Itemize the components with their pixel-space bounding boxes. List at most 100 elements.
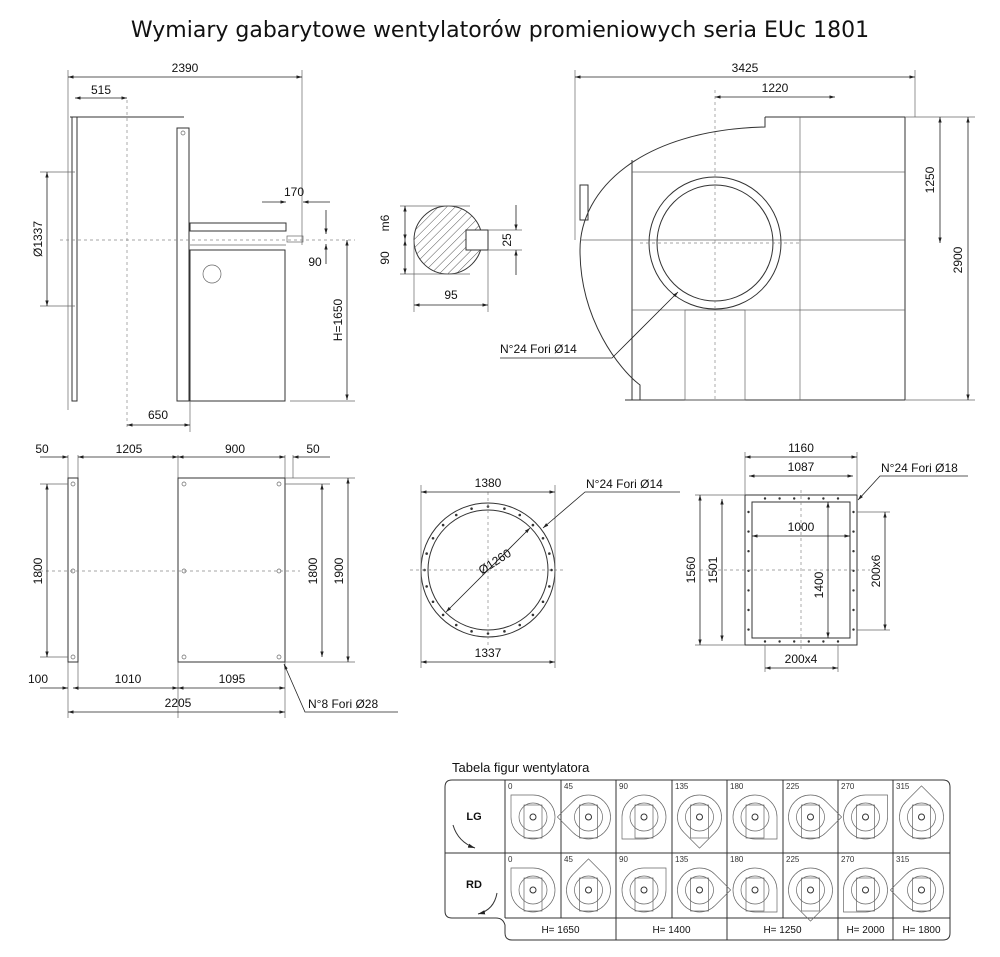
bolt-hole [822, 640, 825, 643]
height-label: H= 1650 [541, 925, 580, 936]
bolt-hole [541, 536, 545, 540]
angle-label: 135 [675, 782, 689, 791]
bolt-hole [425, 585, 428, 588]
bolt-hole [548, 585, 551, 588]
fan-figure-icon [621, 794, 667, 840]
bolt-hole [778, 640, 781, 643]
angle-label: 225 [786, 855, 800, 864]
fan-figure-icon [788, 867, 833, 922]
bolt-hole [793, 497, 796, 500]
bolt-hole [503, 507, 506, 510]
bolt-hole [852, 589, 855, 592]
fan-figure-icon [677, 867, 732, 913]
fan-figure-icon [566, 858, 611, 913]
dim-1380: 1380 [475, 476, 502, 490]
angle-label: 270 [841, 782, 855, 791]
bolt-hole [747, 608, 750, 612]
bolt-hole [425, 552, 428, 555]
base-view: 50 1205 900 50 1800 1800 1900 100 1010 1… [28, 442, 398, 718]
dim-1160: 1160 [788, 441, 814, 455]
bolt-hole [441, 523, 445, 527]
front-holes-label: N°24 Fori Ø14 [500, 342, 577, 356]
angle-label: 135 [675, 855, 689, 864]
bolt-hole [454, 623, 458, 627]
inlet-flange: 1380 Ø1260 1337 N°24 Fori Ø14 [410, 476, 680, 668]
bolt-hole [852, 628, 855, 631]
bolt-hole [807, 640, 810, 643]
bolt-hole [550, 568, 553, 572]
dim-1800-left: 1800 [31, 557, 45, 584]
fan-figure-icon [843, 794, 888, 840]
row-label-rd: RD [466, 879, 482, 891]
front-view: 3425 1220 1250 2900 N°24 Fori Ø14 [500, 61, 975, 401]
bolt-hole [763, 497, 767, 500]
dim-50-left: 50 [35, 442, 49, 456]
dim-1000: 1000 [788, 520, 815, 534]
bolt-hole [793, 640, 796, 643]
bolt-hole [431, 600, 435, 604]
bolt-hole [531, 523, 535, 527]
height-label: H= 1800 [902, 925, 941, 936]
angle-label: 180 [730, 782, 744, 791]
angle-label: 0 [508, 855, 513, 864]
fan-figure-icon [510, 867, 556, 913]
dim-1400: 1400 [812, 571, 826, 598]
dim-25: 25 [500, 233, 514, 247]
bolt-hole [531, 613, 535, 617]
dim-200x6: 200x6 [869, 554, 883, 587]
dim-1900: 1900 [332, 557, 346, 584]
bolt-hole [807, 497, 810, 500]
angle-label: 315 [896, 855, 910, 864]
dim-1800-right: 1800 [306, 557, 320, 584]
dim-1250: 1250 [923, 166, 937, 193]
dim-2205: 2205 [165, 696, 192, 710]
bolt-hole [852, 550, 855, 553]
shaft-detail: m6 90 25 95 [378, 205, 522, 312]
angle-label: 45 [564, 782, 573, 791]
height-label: H= 2000 [846, 925, 885, 936]
dim-90-shaft: 90 [378, 251, 392, 265]
bolt-hole [518, 623, 522, 627]
bolt-hole [431, 536, 435, 540]
bolt-hole [852, 530, 855, 533]
bolt-hole [763, 640, 767, 643]
dim-m6: m6 [378, 214, 392, 231]
dim-diameter-1260: Ø1260 [476, 546, 514, 578]
bolt-hole [747, 589, 750, 592]
angle-label: 180 [730, 855, 744, 864]
rotation-arrow-right-icon [477, 892, 498, 915]
dim-200x4: 200x4 [785, 652, 818, 666]
bolt-hole [470, 507, 473, 510]
angle-label: 315 [896, 782, 910, 791]
bolt-hole [541, 600, 545, 604]
dim-diameter-1337: Ø1337 [31, 221, 45, 257]
page-title: Wymiary gabarytowe wentylatorów promieni… [130, 18, 870, 43]
dim-1560: 1560 [684, 556, 698, 583]
outlet-holes-label: N°24 Fori Ø18 [881, 461, 958, 475]
fan-figure-icon [621, 867, 667, 913]
fan-figure-icon [732, 867, 778, 913]
angle-label: 45 [564, 855, 573, 864]
base-holes-label: N°8 Fori Ø28 [308, 697, 378, 711]
dim-1501: 1501 [706, 556, 720, 583]
bolt-hole [747, 550, 750, 553]
bolt-hole [747, 530, 750, 533]
fan-figure-icon [788, 794, 843, 840]
dim-1087: 1087 [788, 460, 815, 474]
bolt-hole [836, 640, 840, 643]
side-view: 2390 515 Ø1337 170 90 H=1650 650 [31, 61, 355, 432]
fan-figure-icon [510, 794, 556, 840]
fan-figure-icon [899, 785, 944, 840]
bolt-hole [747, 510, 750, 514]
angle-label: 90 [619, 782, 628, 791]
dim-1337: 1337 [475, 646, 502, 660]
bolt-hole [778, 497, 781, 500]
bolt-hole [836, 497, 840, 500]
inlet-holes-label: N°24 Fori Ø14 [586, 477, 663, 491]
dim-2900: 2900 [951, 246, 965, 273]
dim-h-1650: H=1650 [331, 298, 345, 341]
height-label: H= 1250 [763, 925, 802, 936]
dim-650: 650 [148, 408, 168, 422]
